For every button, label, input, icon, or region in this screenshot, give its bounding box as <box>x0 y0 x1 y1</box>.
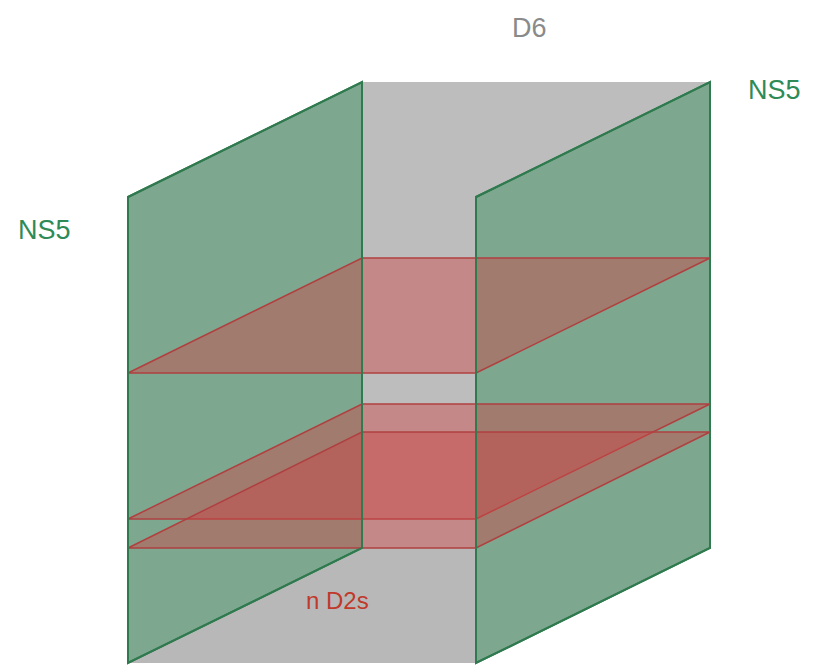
d6-label: D6 <box>512 14 547 44</box>
ns5-label: NS5 <box>748 76 801 106</box>
d2-plane <box>128 432 710 548</box>
ns5-right-edge <box>476 82 710 663</box>
ns5-label: NS5 <box>18 216 71 246</box>
ns5-right-plane <box>476 82 710 663</box>
d2-plane <box>128 258 710 373</box>
d2-label: n D2s <box>306 588 369 614</box>
ns5-left-edge <box>128 82 362 663</box>
